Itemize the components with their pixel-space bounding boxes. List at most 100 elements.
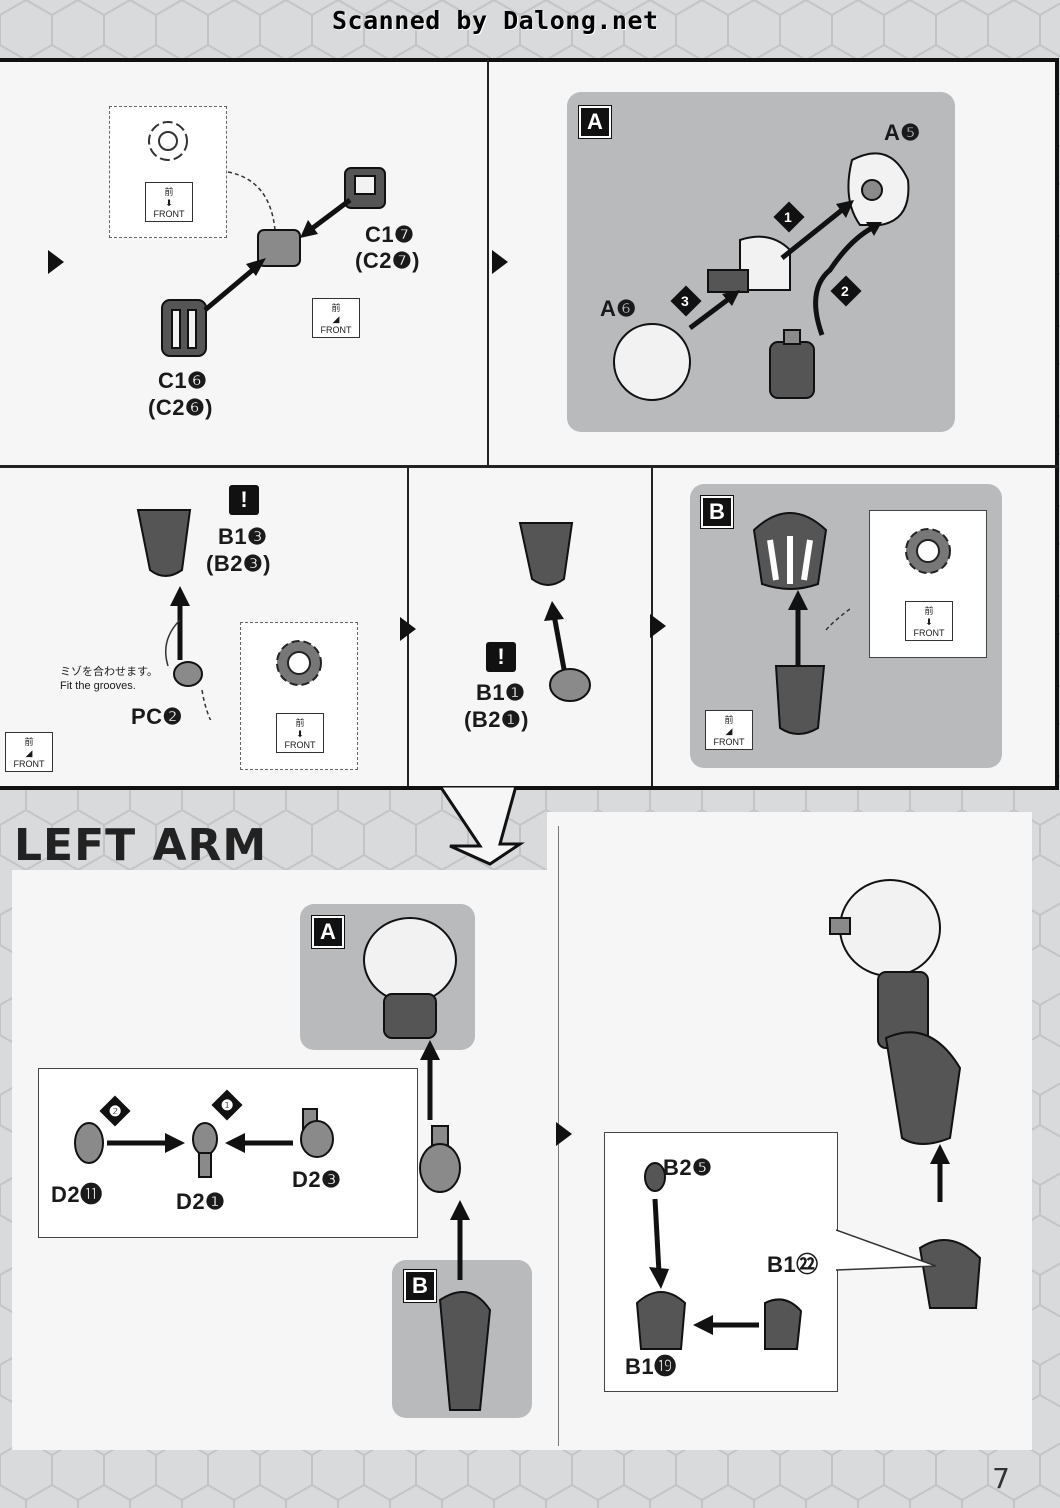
c17-part-icon [344, 167, 386, 209]
front-kanji: 前 [24, 737, 34, 747]
part-label-a6: A❻ [600, 296, 637, 321]
gear-part-icon [905, 528, 951, 574]
pc2-joint-part-icon [173, 661, 203, 687]
part-label-b119: B1⓳ [625, 1354, 677, 1379]
a6-ball-part-icon [613, 323, 691, 401]
order-2-icon: 2 [841, 283, 849, 299]
a5-shoulder-part-icon [847, 152, 910, 226]
step-arrow-icon [48, 250, 64, 274]
front-label: FRONT [13, 759, 45, 769]
front-kanji: 前 [924, 606, 934, 616]
elbow-joint-part-icon [419, 1125, 461, 1193]
front-kanji: 前 [331, 303, 341, 313]
front-kanji: 前 [164, 187, 174, 197]
detail-box-step3: 前 ⬇ FRONT [240, 622, 358, 770]
front-indicator: 前 ⬇ FRONT [276, 713, 324, 753]
part-label-a5: A❺ [884, 120, 921, 145]
section-title: LEFT ARM [14, 820, 268, 871]
tag-a: A [312, 916, 344, 948]
d2-sub-assembly-box: D2⓫ D2❶ D2❸ [38, 1068, 418, 1238]
part-label-b21: (B2❶) [464, 707, 529, 732]
warning-icon: ! [229, 485, 259, 515]
step-arrow-icon [650, 614, 666, 638]
ring-part-icon [148, 121, 188, 161]
cap-part-icon [707, 235, 791, 293]
front-label: FRONT [153, 209, 185, 219]
angled-arrow-icon: ◢ [25, 748, 33, 758]
note-en: Fit the grooves. [60, 680, 136, 692]
front-kanji: 前 [724, 715, 734, 725]
front-indicator: 前 ⬇ FRONT [905, 601, 953, 641]
page-number: 7 [992, 1462, 1010, 1495]
front-indicator: 前 ◢ FRONT [312, 298, 360, 338]
step3-diagram [136, 509, 212, 720]
callout-pointer [836, 1229, 937, 1271]
step-arrow-icon [400, 617, 416, 641]
forearm-part-icon [774, 665, 826, 735]
detail-box-step5: 前 ⬇ FRONT [869, 510, 987, 658]
part-label-b23: (B2❸) [206, 551, 271, 576]
part-label-b25: B2❺ [663, 1155, 713, 1180]
step5-diagram [752, 512, 850, 735]
part-label-c16: C1❻ [158, 368, 208, 393]
top-panel-frame [0, 58, 1059, 790]
front-kanji: 前 [295, 718, 305, 728]
front-label: FRONT [713, 737, 745, 747]
scanned-watermark: Scanned by Dalong.net [332, 6, 659, 35]
down-arrow-icon: ⬇ [296, 729, 304, 739]
part-label-d211: D2⓫ [51, 1182, 103, 1207]
front-indicator: 前 ⬇ FRONT [145, 182, 193, 222]
step2-diagram: 1 2 3 [613, 152, 910, 401]
order-1-icon: 1 [784, 209, 792, 225]
shoulder-ball-part-icon [363, 917, 457, 1039]
step-arrow-icon [492, 250, 508, 274]
down-arrow-icon: ⬇ [165, 198, 173, 208]
part-label-c17: C1❼ [365, 222, 415, 247]
order-2-label: ❷ [108, 1103, 122, 1119]
warning-icon: ! [486, 642, 516, 672]
step4-diagram [518, 522, 591, 702]
step-arrow-icon [556, 1122, 572, 1146]
part-label-d21: D2❶ [176, 1189, 226, 1214]
front-label: FRONT [913, 628, 945, 638]
part-label-c27: (C2❼) [355, 248, 420, 273]
gear-part-icon [276, 640, 322, 686]
d2-sub-assembly-diagram [74, 1108, 334, 1178]
d23-part-icon [300, 1108, 334, 1158]
angled-arrow-icon: ◢ [332, 314, 340, 324]
forearm-b-part-icon [438, 1291, 492, 1411]
front-indicator: 前 ◢ FRONT [5, 732, 53, 772]
forearm-part-icon [136, 509, 192, 577]
tag-b: B [701, 496, 733, 528]
b119-part-icon [635, 1291, 687, 1350]
col-divider-top [487, 60, 489, 465]
left-arm-main-diagram [363, 917, 492, 1411]
down-arrow-icon: ⬇ [925, 617, 933, 627]
tag-a: A [579, 106, 611, 138]
hand-sub-assembly-diagram [635, 1162, 803, 1350]
hand-sub-assembly-box: B2❺ B1㉒ B1⓳ [604, 1132, 838, 1392]
hand-part-icon [918, 1239, 982, 1309]
step1-diagram [161, 167, 386, 357]
forearm-part-icon [518, 522, 574, 586]
c16-part-icon [161, 299, 207, 357]
shoulder-ball-part-icon [829, 879, 941, 977]
detail-box-step1: 前 ⬇ FRONT [109, 106, 227, 238]
front-label: FRONT [284, 740, 316, 750]
front-label: FRONT [320, 325, 352, 335]
center-ring-part-icon [257, 229, 301, 267]
front-indicator: 前 ◢ FRONT [705, 710, 753, 750]
part-label-b11: B1❶ [476, 680, 526, 705]
part-label-d23: D2❸ [292, 1167, 342, 1192]
b25-part-icon [644, 1162, 666, 1192]
b122-part-icon [764, 1298, 803, 1350]
part-label-b122: B1㉒ [767, 1252, 819, 1277]
order-1-label: ❶ [220, 1097, 234, 1113]
order-3-icon: 3 [681, 293, 689, 309]
b11-joint-part-icon [549, 668, 591, 702]
forearm-part-icon [884, 1031, 962, 1145]
tag-b: B [404, 1270, 436, 1302]
note-jp: ミゾを合わせます。 [60, 666, 158, 678]
part-label-pc2: PC❷ [131, 704, 183, 729]
d21-part-icon [192, 1122, 218, 1178]
